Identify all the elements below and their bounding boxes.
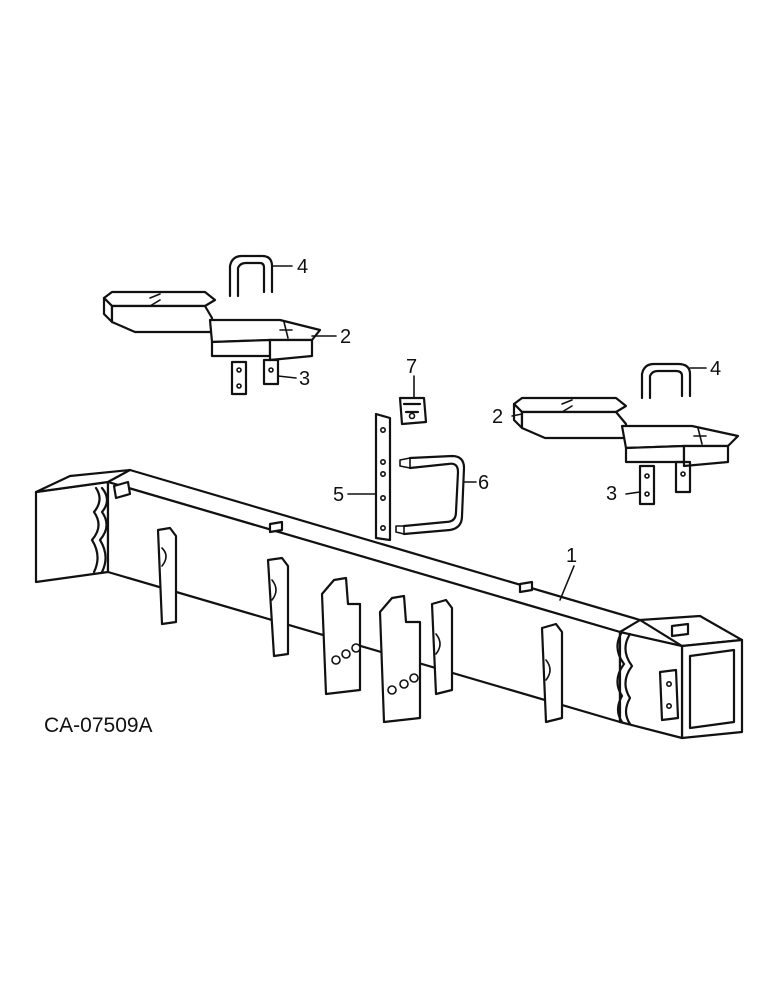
beam-plate-4 bbox=[378, 594, 422, 724]
cover-assembly-right bbox=[512, 396, 740, 468]
callout-7: 7 bbox=[406, 356, 417, 378]
clip-part bbox=[398, 396, 428, 426]
bracket-right bbox=[638, 460, 692, 506]
callout-5: 5 bbox=[333, 484, 344, 506]
beam-plate-1 bbox=[156, 526, 178, 626]
callout-4-left: 4 bbox=[297, 256, 308, 278]
strap-left bbox=[228, 254, 274, 298]
callout-3-left: 3 bbox=[299, 368, 310, 390]
callout-4-right: 4 bbox=[710, 358, 721, 380]
callout-6: 6 bbox=[478, 472, 489, 494]
beam-plate-3 bbox=[320, 576, 362, 696]
leader-lines bbox=[271, 265, 707, 601]
figure-id: CA-07509A bbox=[44, 714, 153, 737]
main-beam bbox=[34, 468, 744, 740]
callout-2-right: 2 bbox=[492, 406, 503, 428]
callout-1: 1 bbox=[566, 545, 577, 567]
beam-plate-2 bbox=[266, 556, 290, 658]
beam-plate-5 bbox=[430, 598, 454, 696]
callout-2-left: 2 bbox=[340, 326, 351, 348]
callout-3-right: 3 bbox=[606, 483, 617, 505]
bracket-left bbox=[230, 358, 280, 396]
vertical-strap bbox=[374, 412, 392, 542]
u-bolt bbox=[395, 454, 466, 536]
cover-assembly-left bbox=[102, 290, 322, 362]
beam-plate-6 bbox=[540, 622, 564, 724]
strap-right bbox=[640, 362, 692, 400]
